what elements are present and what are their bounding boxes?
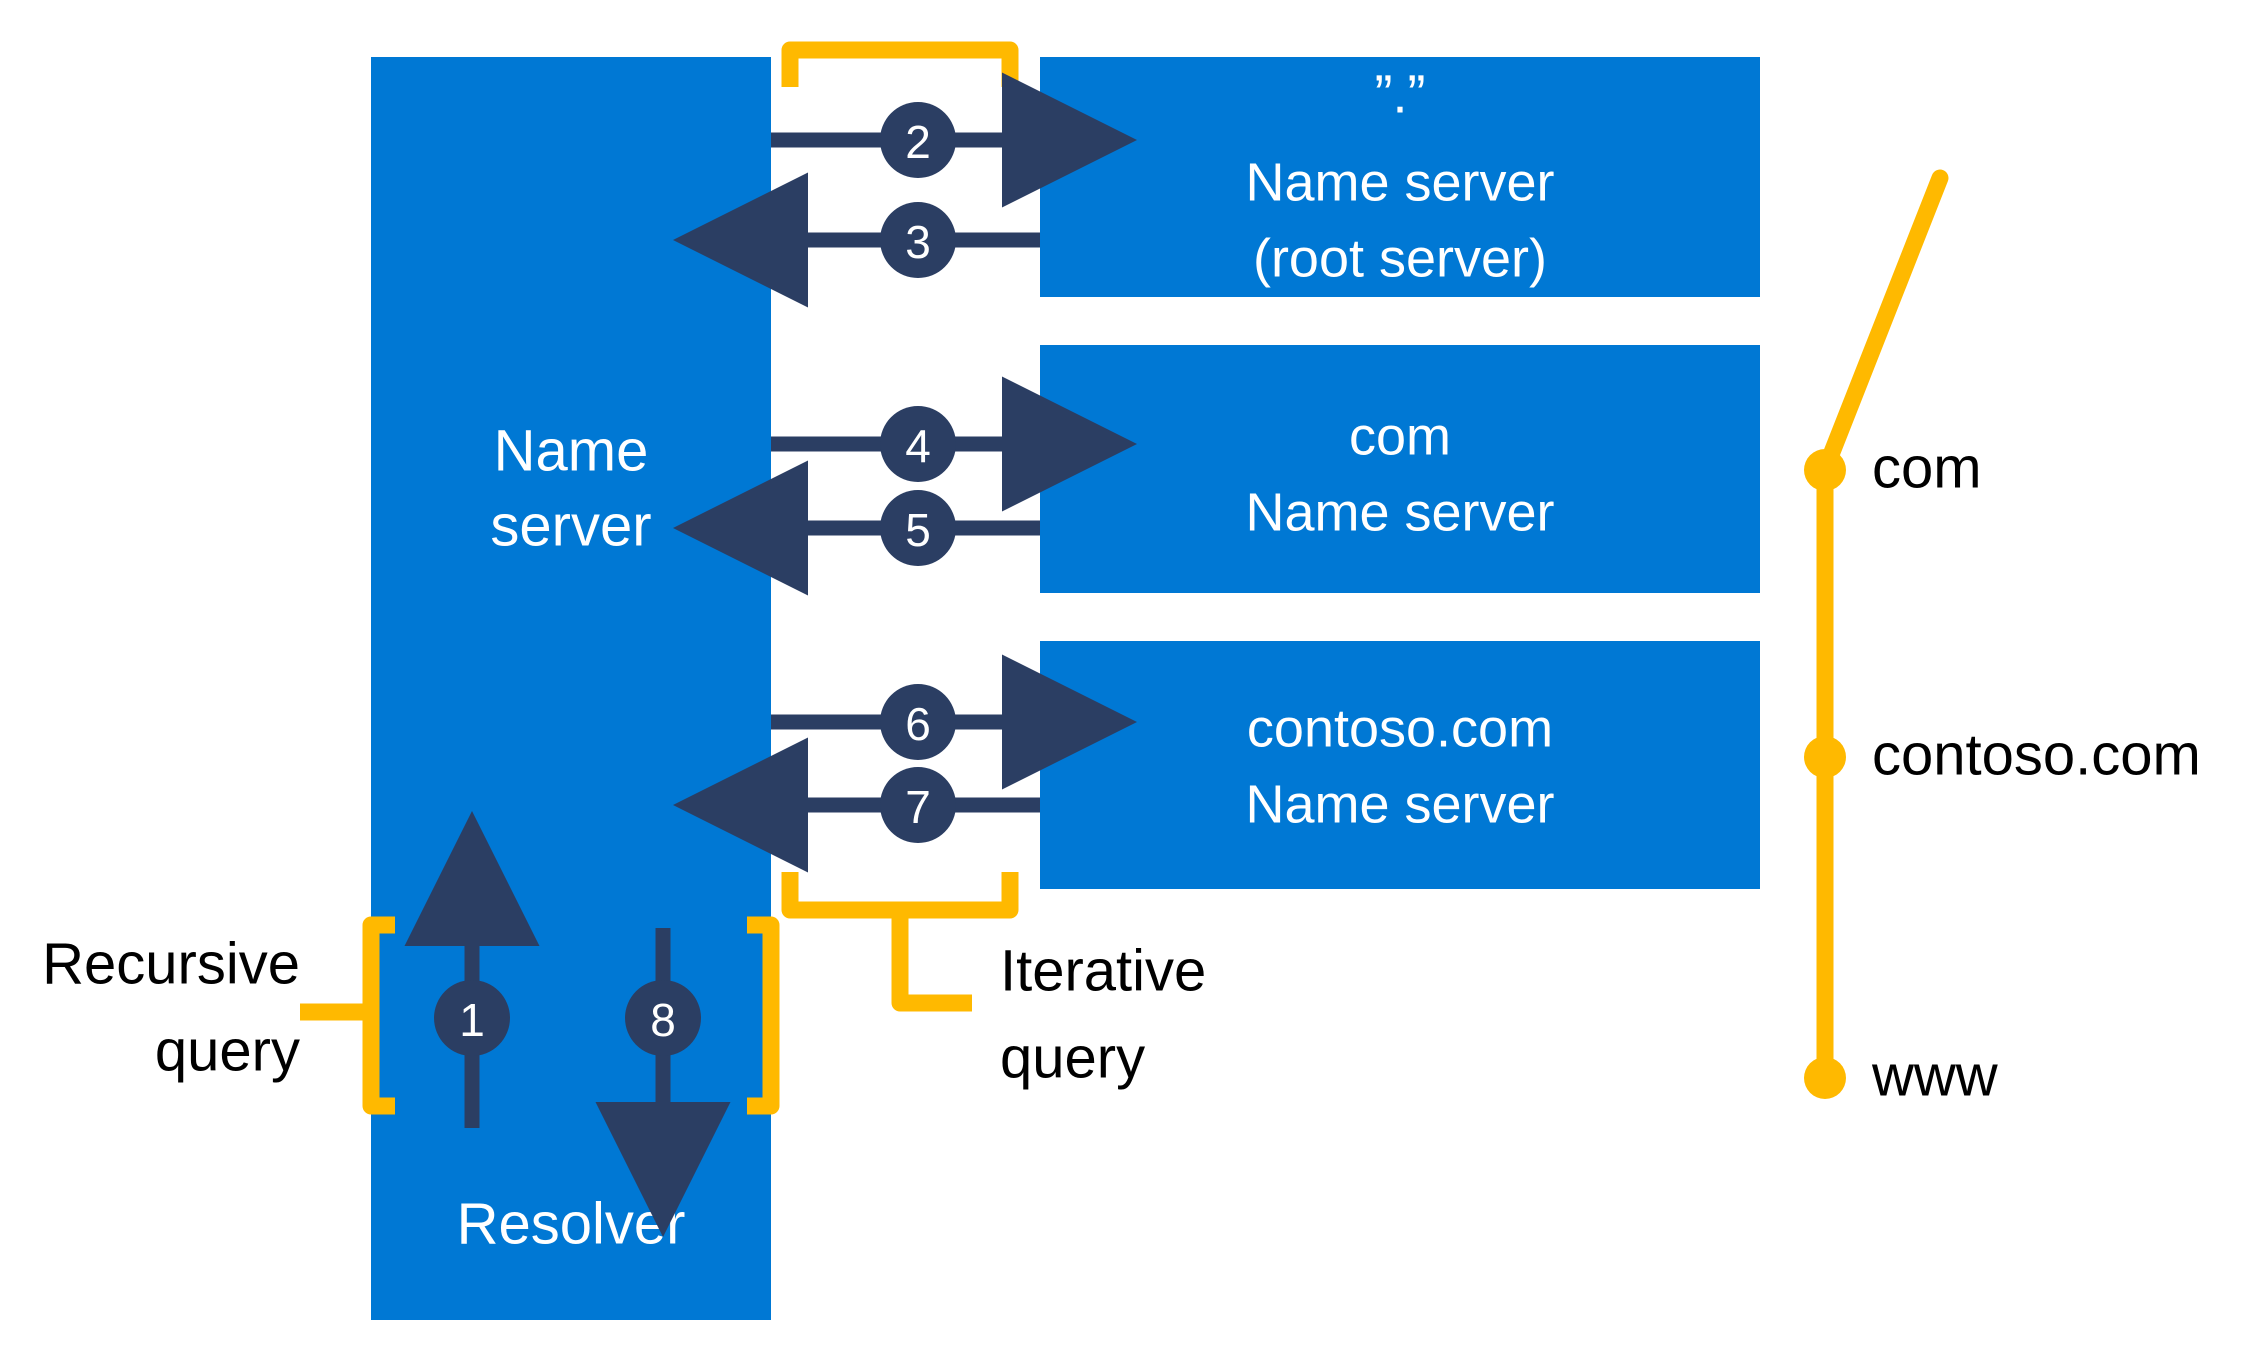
step-5-number: 5 [905,504,931,556]
iterative-bracket-bottom [781,872,1019,919]
step-6-circle [880,684,956,760]
step-2-circle [880,102,956,178]
step-7-circle [880,767,956,843]
step-3-number: 3 [905,216,931,268]
name-server-box-rect [371,57,771,1129]
iterative-query-line2: query [1000,1025,1145,1090]
annotation-recursive-query: Recursive query [42,931,300,1083]
arrow-step-2: 2 [771,72,1137,208]
step-1-number: 1 [459,994,485,1046]
recursive-query-line1: Recursive [42,931,300,996]
contoso-server-label-line1: contoso.com [1247,698,1553,758]
root-server-label-line3: (root server) [1253,228,1547,288]
root-server-label-line1: ”.” [1375,64,1426,124]
root-server-label-line2: Name server [1245,152,1554,212]
box-root-server: ”.” Name server (root server) [1040,57,1760,297]
step-5-circle [880,490,956,566]
step-7-number: 7 [905,781,931,833]
resolver-label: Resolver [457,1191,686,1256]
arrow-step-8: 8 [595,928,731,1237]
tree-node-com-dot [1804,449,1846,491]
name-server-label-line2: server [490,493,651,558]
com-server-box-rect [1040,345,1760,593]
contoso-server-label-line2: Name server [1245,774,1554,834]
recursive-query-line2: query [155,1018,300,1083]
arrow-step-5: 5 [673,460,1040,596]
box-com-server: com Name server [1040,345,1760,593]
iterative-leader-line [891,910,972,1012]
step-8-number: 8 [650,994,676,1046]
step-4-number: 4 [905,420,931,472]
box-name-server: Name server [371,57,771,1129]
step-4-circle [880,406,956,482]
arrow-step-1: 1 [404,811,540,1128]
tree-branch-root [1816,169,1949,479]
step-3-circle [880,202,956,278]
tree-node-www-dot [1804,1057,1846,1099]
arrow-step-7: 7 [673,737,1040,873]
step-6-number: 6 [905,698,931,750]
step-2-number: 2 [905,116,931,168]
annotation-iterative-query: Iterative query [1000,938,1206,1090]
tree-node-contoso-dot [1804,736,1846,778]
iterative-bracket-top [781,41,1019,87]
dns-hierarchy-tree: com contoso.com www [1804,169,2201,1108]
step-1-circle [434,980,510,1056]
box-resolver: Resolver [371,1128,771,1320]
com-server-label-line2: Name server [1245,482,1554,542]
root-server-box-rect [1040,57,1760,297]
contoso-server-box-rect [1040,641,1760,889]
step-8-circle [625,980,701,1056]
arrow-step-4: 4 [771,376,1137,512]
com-server-label-line1: com [1349,406,1451,466]
iterative-query-line1: Iterative [1000,938,1206,1003]
tree-node-com-label: com [1872,435,1982,500]
tree-node-www-label: www [1871,1043,1999,1108]
arrow-step-6: 6 [771,654,1137,790]
recursive-bracket-right [747,916,780,1115]
name-server-label-line1: Name [494,418,649,483]
box-contoso-server: contoso.com Name server [1040,641,1760,889]
arrow-step-3: 3 [673,172,1040,308]
tree-node-contoso-label: contoso.com [1872,722,2201,787]
